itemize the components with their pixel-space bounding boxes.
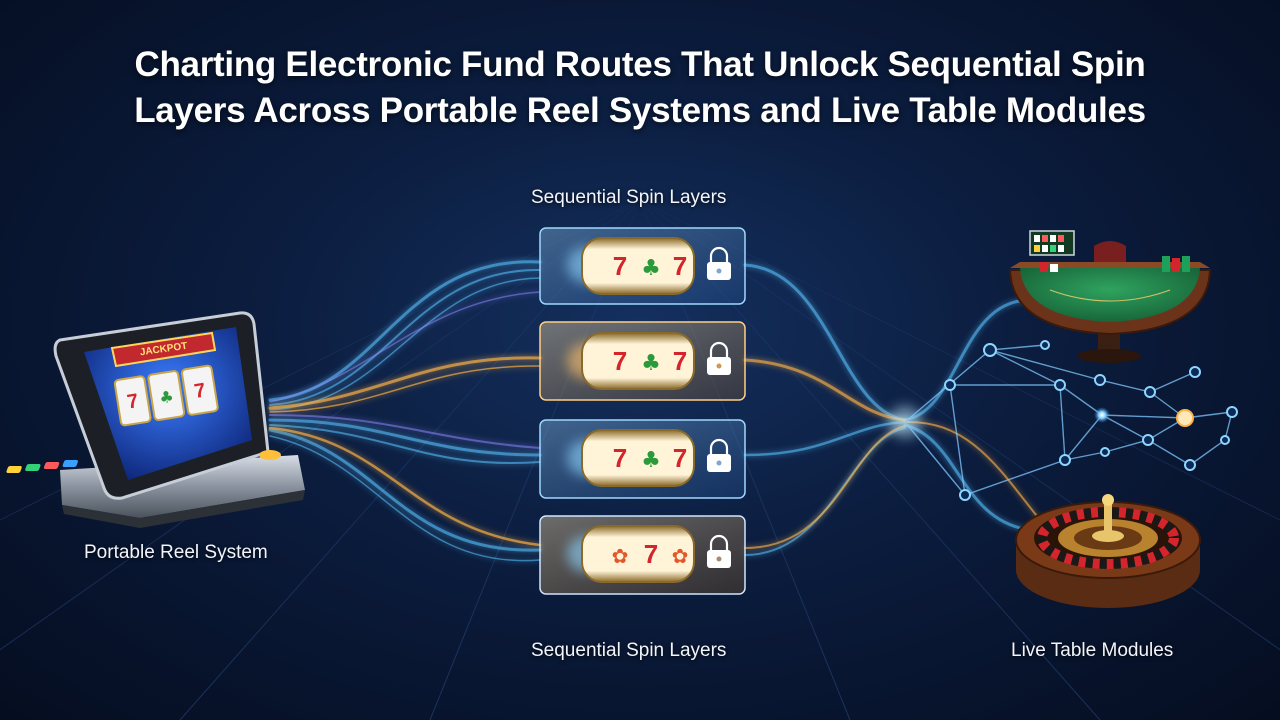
- spin-layer-4: ✿ 7 ✿: [539, 515, 746, 595]
- svg-text:♣: ♣: [158, 387, 175, 408]
- svg-text:7: 7: [613, 251, 627, 281]
- blackjack-table: [1008, 230, 1212, 363]
- svg-text:7: 7: [126, 390, 140, 413]
- roulette-wheel: [1015, 494, 1201, 608]
- svg-text:♣: ♣: [641, 256, 661, 281]
- chip-stacks: [1040, 256, 1190, 272]
- svg-text:7: 7: [644, 539, 658, 569]
- svg-text:7: 7: [613, 443, 627, 473]
- svg-text:7: 7: [193, 379, 207, 402]
- lock-icon: [707, 341, 731, 375]
- page-title: Charting Electronic Fund Routes That Unl…: [0, 42, 1280, 134]
- machine-reels: 7 ♣ 7: [113, 364, 219, 427]
- machine-button-panel: [6, 450, 281, 473]
- svg-text:7: 7: [673, 443, 687, 473]
- card-rack: [1029, 230, 1075, 256]
- network-nodes: [944, 340, 1238, 501]
- portable-reel-system: JACKPOT 7 ♣ 7: [6, 311, 305, 528]
- fund-routes-left: [268, 260, 542, 562]
- spin-layer-stack: 7 ♣ 7 7 ♣ 7: [539, 227, 746, 595]
- lock-icon: [707, 438, 731, 472]
- svg-text:♣: ♣: [641, 448, 661, 473]
- lock-icon: [707, 534, 731, 568]
- portable-reel-system-label: Portable Reel System: [84, 542, 268, 563]
- network-graph: [904, 340, 1238, 501]
- svg-text:✿: ✿: [672, 544, 689, 568]
- lock-icon: [707, 246, 731, 280]
- svg-text:♣: ♣: [641, 351, 661, 376]
- svg-text:✿: ✿: [612, 544, 629, 568]
- svg-text:7: 7: [673, 251, 687, 281]
- spin-layer-3: 7 ♣ 7: [539, 419, 746, 499]
- sequential-spin-layers-label-top: Sequential Spin Layers: [531, 187, 727, 208]
- fund-routes-right: [743, 263, 1041, 556]
- live-table-modules-label: Live Table Modules: [1011, 640, 1174, 661]
- title-line-1: Charting Electronic Fund Routes That Unl…: [134, 45, 1146, 84]
- title-line-2: Layers Across Portable Reel Systems and …: [134, 91, 1146, 130]
- spin-layer-1: 7 ♣ 7: [539, 227, 746, 305]
- sequential-spin-layers-label-bottom: Sequential Spin Layers: [531, 640, 727, 661]
- svg-text:7: 7: [613, 346, 627, 376]
- spin-layer-2: 7 ♣ 7: [539, 321, 746, 401]
- svg-text:7: 7: [673, 346, 687, 376]
